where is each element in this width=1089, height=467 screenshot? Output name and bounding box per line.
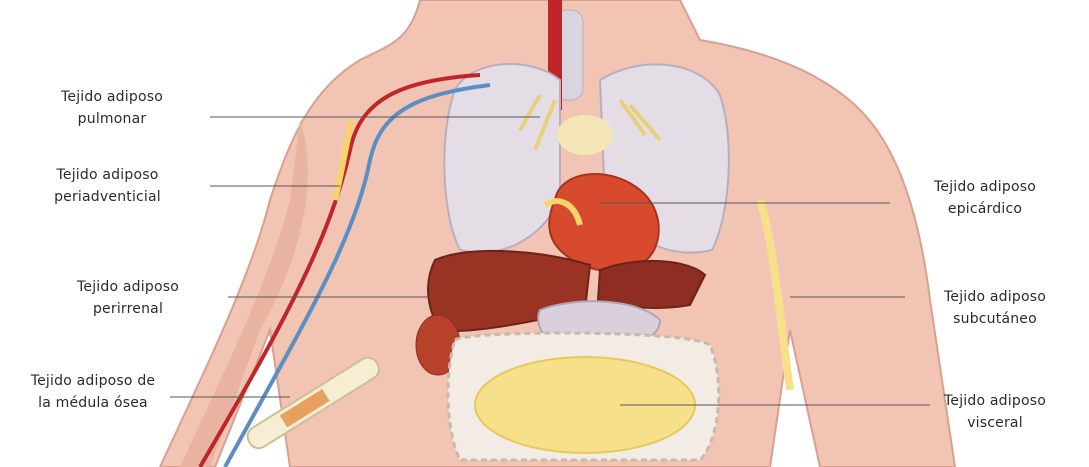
label-visceral-line2: visceral (905, 412, 1085, 434)
spleen (598, 261, 705, 308)
label-subcutaneo-line1: Tejido adiposo (905, 286, 1085, 308)
label-epicardico: Tejido adiposo epicárdico (895, 176, 1075, 220)
label-perirrenal: Tejido adiposo perirrenal (38, 276, 218, 320)
label-pulmonar-line1: Tejido adiposo (22, 86, 202, 108)
label-perirrenal-line2: perirrenal (38, 298, 218, 320)
label-perirrenal-line1: Tejido adiposo (38, 276, 218, 298)
lung-fat (557, 115, 613, 155)
label-periadventicial: Tejido adiposo periadventicial (10, 164, 205, 208)
label-medula-line1: Tejido adiposo de (4, 370, 182, 392)
label-epicardico-line2: epicárdico (895, 198, 1075, 220)
label-pulmonar: Tejido adiposo pulmonar (22, 86, 202, 130)
label-medula-line2: la médula ósea (4, 392, 182, 414)
label-visceral-line1: Tejido adiposo (905, 390, 1085, 412)
label-subcutaneo: Tejido adiposo subcutáneo (905, 286, 1085, 330)
label-epicardico-line1: Tejido adiposo (895, 176, 1075, 198)
label-periadventicial-line1: Tejido adiposo (10, 164, 205, 186)
label-medula: Tejido adiposo de la médula ósea (4, 370, 182, 414)
label-visceral: Tejido adiposo visceral (905, 390, 1085, 434)
label-subcutaneo-line2: subcutáneo (905, 308, 1085, 330)
label-periadventicial-line2: periadventicial (10, 186, 205, 208)
left-lung (444, 64, 560, 253)
label-pulmonar-line2: pulmonar (22, 108, 202, 130)
